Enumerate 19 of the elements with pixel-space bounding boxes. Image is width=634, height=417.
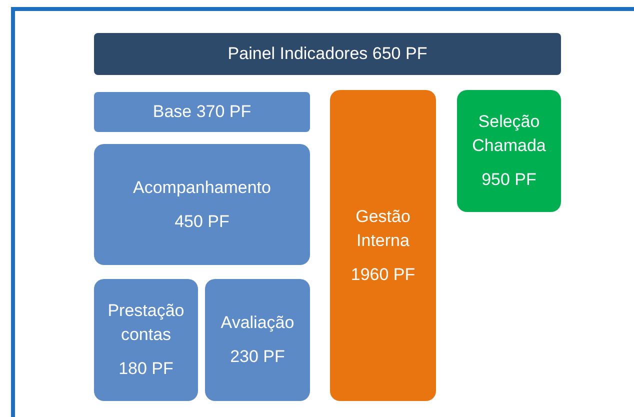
point-value: 230 PF <box>230 346 285 368</box>
point-value: 180 PF <box>118 358 174 380</box>
module-block <box>457 90 561 212</box>
module-block <box>205 279 310 401</box>
module-block <box>94 144 310 265</box>
module-name: Gestão Interna <box>354 206 412 252</box>
module-name: Avaliação <box>220 312 294 334</box>
point-value: 450 PF <box>174 210 230 232</box>
module-block <box>94 92 310 132</box>
point-value: 950 PF <box>482 169 536 191</box>
title-block <box>94 33 561 75</box>
module-name: Acompanhamento <box>133 176 271 198</box>
module-block <box>330 90 436 401</box>
point-value: 1960 PF <box>350 264 416 286</box>
module-name: Seleção Chamada <box>471 111 547 157</box>
module-name: Base 370 PF <box>152 101 252 123</box>
module-name: Prestação contas <box>106 300 186 346</box>
module-block <box>94 279 198 401</box>
module-name: Painel Indicadores 650 PF <box>228 43 428 65</box>
